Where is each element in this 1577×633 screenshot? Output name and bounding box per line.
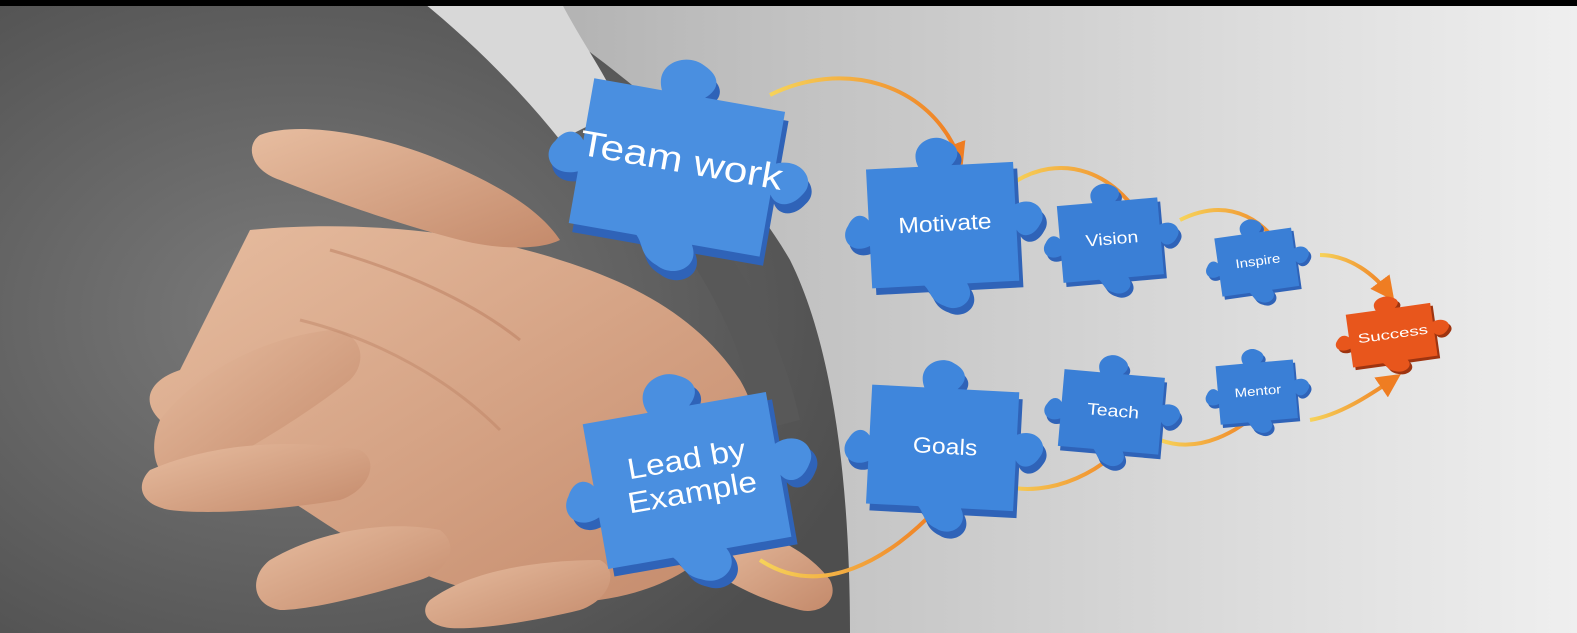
puzzle-team-work: Team work (532, 38, 830, 302)
puzzle-mentor: Mentor (1201, 344, 1316, 441)
puzzle-vision: Vision (1038, 177, 1187, 304)
label-inspire: Inspire (1235, 250, 1282, 271)
puzzle-teach: Teach (1039, 349, 1187, 477)
label-mentor: Mentor (1234, 381, 1282, 400)
label-motivate: Motivate (898, 209, 992, 238)
label-vision: Vision (1085, 227, 1139, 250)
label-goals: Goals (912, 432, 978, 460)
label-teach: Teach (1086, 400, 1139, 423)
shirt-collar (420, 0, 620, 140)
puzzle-motivate: Motivate (840, 132, 1052, 321)
puzzle-lead-by-example: Lead by Example (546, 351, 837, 611)
puzzle-success: Success (1330, 288, 1457, 383)
top-edge (0, 0, 1577, 6)
puzzle-goals: Goals (840, 355, 1051, 544)
puzzle-inspire: Inspire (1199, 211, 1318, 314)
